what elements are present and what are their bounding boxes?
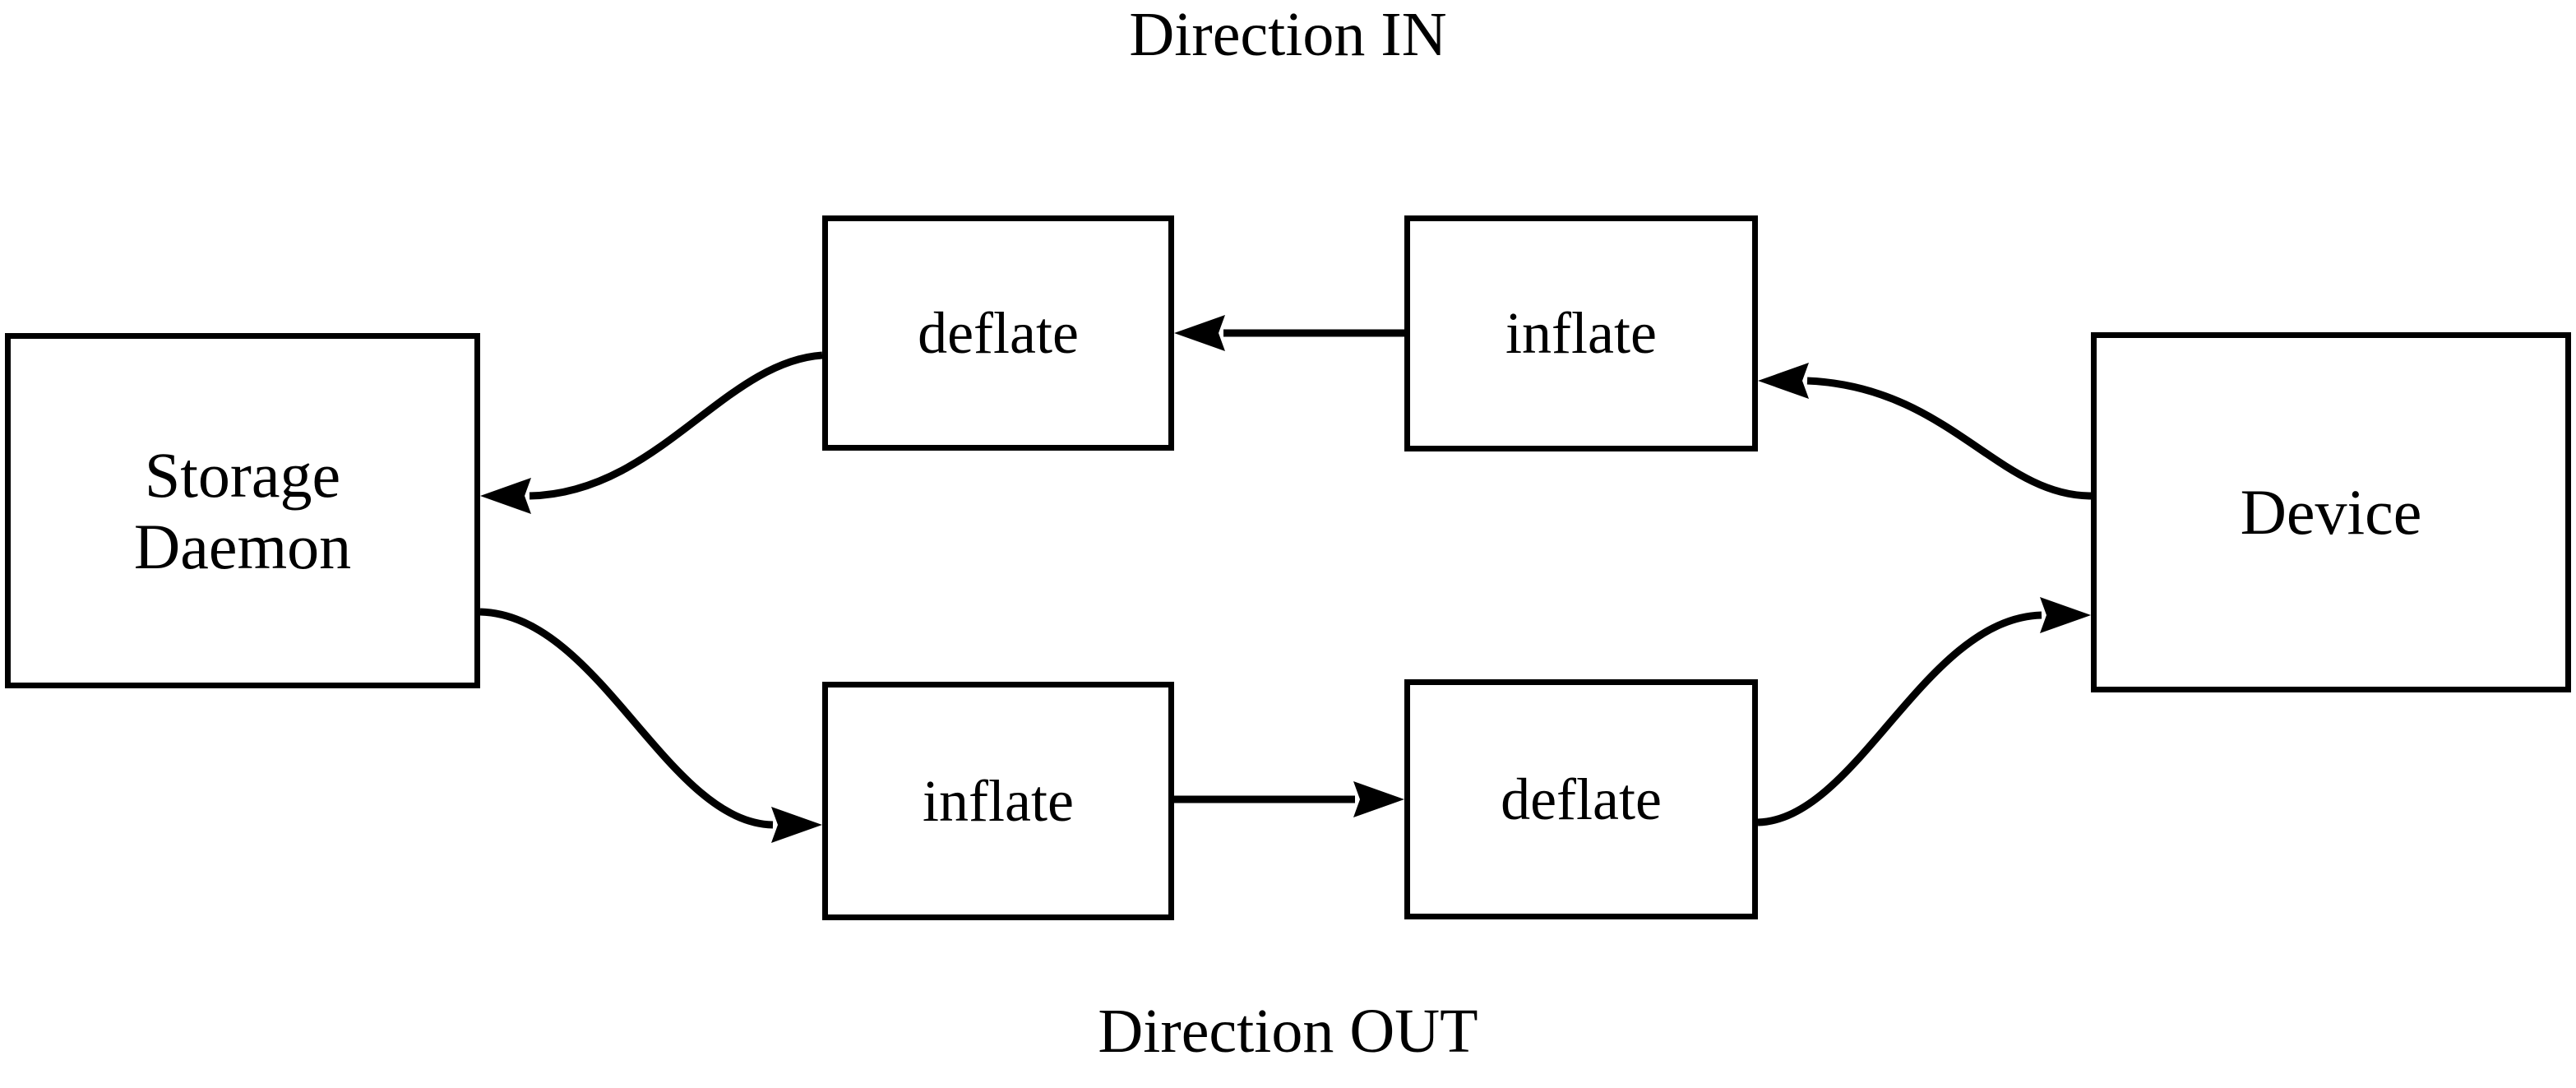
- edge-storage-daemon-to-inflate-out: [479, 608, 822, 843]
- arrowhead-right: [2040, 597, 2091, 633]
- node-storage-daemon[interactable]: Storage Daemon: [5, 333, 480, 688]
- node-deflate-out[interactable]: deflate: [1404, 679, 1758, 919]
- arrowhead-left: [480, 478, 531, 514]
- node-inflate-out-label: inflate: [923, 767, 1074, 834]
- arrowhead-left: [1174, 315, 1225, 351]
- arrowhead-left: [1758, 363, 1809, 399]
- node-storage-daemon-label-line1: Storage: [144, 438, 341, 511]
- node-inflate-out[interactable]: inflate: [822, 682, 1174, 920]
- edge-device-to-inflate-in: [1758, 363, 2092, 500]
- node-deflate-out-label: deflate: [1501, 766, 1662, 832]
- edge-deflate-in-to-storage-daemon: [480, 351, 823, 514]
- caption-direction-out: Direction OUT: [1098, 997, 1478, 1066]
- edge-inflate-out-to-deflate-out: [1174, 781, 1404, 817]
- node-inflate-in-label: inflate: [1505, 300, 1657, 367]
- caption-direction-in: Direction IN: [1129, 0, 1447, 69]
- node-device[interactable]: Device: [2091, 332, 2571, 692]
- arrowhead-right: [771, 807, 822, 843]
- arrowhead-right: [1353, 781, 1404, 817]
- node-deflate-in-label: deflate: [918, 299, 1079, 366]
- edge-inflate-in-to-deflate-in: [1174, 315, 1404, 351]
- node-device-label: Device: [2240, 475, 2422, 548]
- node-deflate-in[interactable]: deflate: [822, 215, 1174, 451]
- node-inflate-in[interactable]: inflate: [1404, 215, 1758, 451]
- node-storage-daemon-label-line2: Daemon: [133, 511, 352, 582]
- edge-deflate-out-to-device: [1757, 597, 2091, 826]
